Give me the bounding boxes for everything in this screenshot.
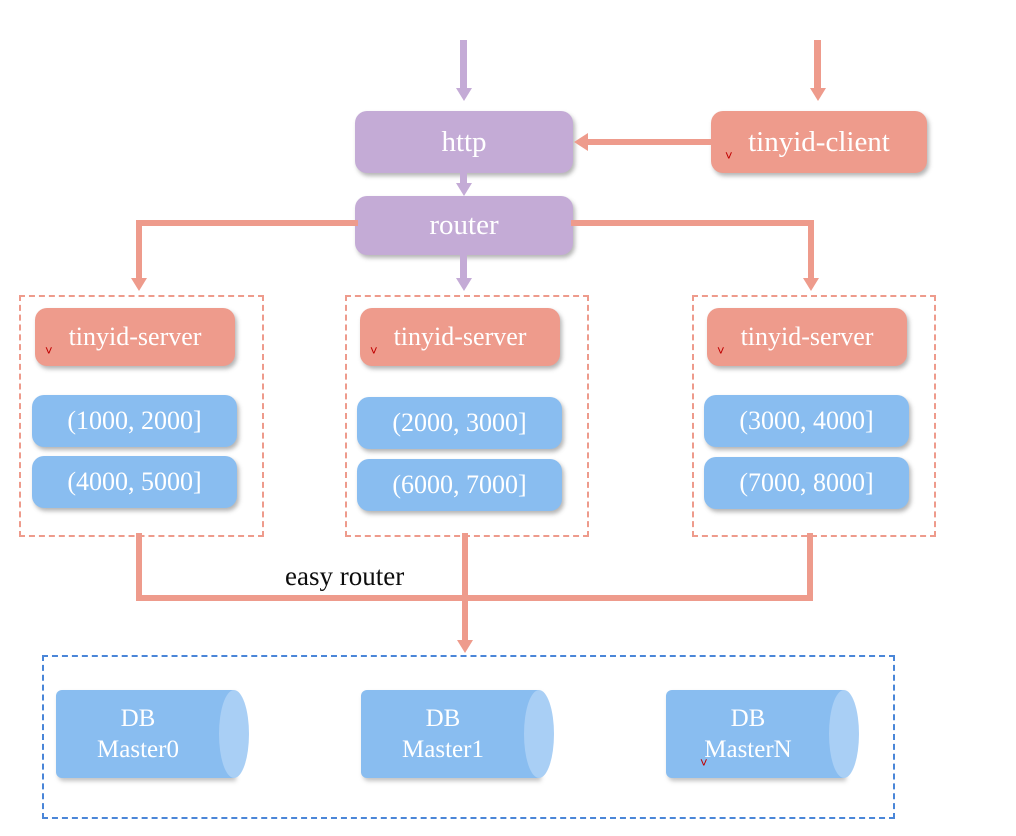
router-left-arrowhead	[131, 278, 147, 291]
server-group-1-label: tinyid-server	[68, 322, 202, 352]
db-line-1: DB	[425, 704, 461, 732]
server-group-2-segment-0[interactable]: (2000, 3000]	[357, 397, 562, 449]
node-http-label: http	[441, 125, 487, 158]
server-group-1-segment-0[interactable]: (1000, 2000]	[32, 395, 237, 447]
db-line-2: MasterN	[704, 736, 792, 763]
client-to-http-arrowhead	[574, 133, 588, 151]
segment-label: (6000, 7000]	[392, 470, 527, 500]
spellcheck-tick-icon: ˅	[45, 343, 53, 358]
client-incoming-arrowhead	[810, 88, 826, 101]
spellcheck-tick-icon: ˅	[700, 755, 708, 770]
db-master-1[interactable]: DB Master1	[361, 690, 554, 778]
router-left-horizontal	[136, 220, 358, 226]
router-right-horizontal	[571, 220, 814, 226]
db-line-1: DB	[730, 704, 766, 732]
segment-label: (2000, 3000]	[392, 408, 527, 438]
node-router[interactable]: router	[355, 196, 573, 255]
db-master-0[interactable]: DB Master0	[56, 690, 249, 778]
router-right-vertical	[808, 220, 814, 282]
node-tinyid-client[interactable]: tinyid-client ˅	[711, 111, 927, 173]
segment-label: (7000, 8000]	[739, 468, 874, 498]
client-incoming-line	[814, 40, 821, 90]
server-group-2-segment-1[interactable]: (6000, 7000]	[357, 459, 562, 511]
cylinder-cap	[219, 690, 249, 778]
db-line-2: Master1	[402, 736, 484, 763]
router-middle-vertical	[460, 255, 467, 284]
router-left-vertical	[136, 220, 142, 282]
group1-down-line	[136, 533, 142, 598]
spellcheck-tick-icon: ˅	[370, 343, 378, 358]
node-tinyid-client-label: tinyid-client	[748, 125, 890, 158]
spellcheck-tick-icon: ˅	[717, 343, 725, 358]
server-group-1-node[interactable]: tinyid-server ˅	[35, 308, 235, 366]
incoming-request-line	[460, 40, 467, 90]
db-master-1-label: DB Master1	[361, 690, 525, 778]
client-to-http-line	[588, 139, 714, 145]
db-master-n-label: DB MasterN	[666, 690, 830, 778]
node-http[interactable]: http	[355, 111, 573, 173]
server-group-3-segment-1[interactable]: (7000, 8000]	[704, 457, 909, 509]
server-group-3-label: tinyid-server	[740, 322, 874, 352]
bus-to-db-line	[462, 598, 468, 646]
server-group-3	[692, 295, 936, 537]
segment-label: (1000, 2000]	[67, 406, 202, 436]
db-bus-horizontal	[136, 595, 813, 601]
node-router-label: router	[429, 209, 499, 242]
db-master-n[interactable]: DB MasterN ˅	[666, 690, 859, 778]
cylinder-cap	[829, 690, 859, 778]
incoming-request-arrowhead	[456, 88, 472, 101]
http-to-router-line	[460, 173, 467, 186]
router-middle-arrowhead	[456, 278, 472, 291]
db-master-0-label: DB Master0	[56, 690, 220, 778]
db-master-group	[42, 655, 895, 819]
group3-down-line	[807, 533, 813, 598]
spellcheck-tick-icon: ˅	[725, 148, 733, 163]
segment-label: (3000, 4000]	[739, 406, 874, 436]
router-right-arrowhead	[803, 278, 819, 291]
db-line-1: DB	[120, 704, 156, 732]
bus-to-db-arrowhead	[457, 640, 473, 653]
server-group-2-label: tinyid-server	[393, 322, 527, 352]
server-group-2-node[interactable]: tinyid-server ˅	[360, 308, 560, 366]
group2-down-line	[462, 533, 468, 598]
cylinder-cap	[524, 690, 554, 778]
http-to-router-arrowhead	[456, 183, 472, 196]
db-line-2: Master0	[97, 736, 179, 763]
server-group-1-segment-1[interactable]: (4000, 5000]	[32, 456, 237, 508]
server-group-3-segment-0[interactable]: (3000, 4000]	[704, 395, 909, 447]
segment-label: (4000, 5000]	[67, 467, 202, 497]
server-group-3-node[interactable]: tinyid-server ˅	[707, 308, 907, 366]
easy-router-label: easy router	[285, 561, 405, 591]
